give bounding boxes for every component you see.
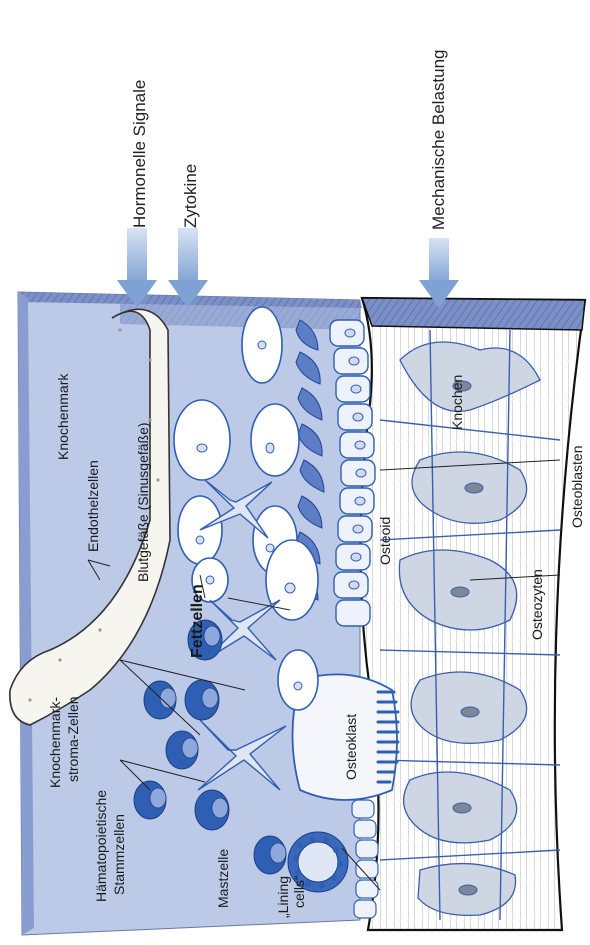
label-lining-line1: „Lining xyxy=(275,876,291,918)
label-bone: Knochen xyxy=(449,375,465,430)
label-mast-cell: Mastzelle xyxy=(215,849,231,908)
label-hsc-line2: Stammzellen xyxy=(111,814,127,895)
label-blood-vessels: Blutgefäße (Sinusgefäße) xyxy=(135,422,151,582)
label-stroma-line2: stroma-Zellen xyxy=(65,696,81,782)
label-fat-cells: Fettzellen xyxy=(189,584,206,658)
label-hormonal-signals: Hormonelle Signale xyxy=(130,80,149,228)
label-lining-line2: cells“ xyxy=(291,875,307,908)
bone-region xyxy=(360,298,585,930)
label-bone-marrow: Knochenmark xyxy=(55,373,71,460)
label-endothelial-cells: Endothelzellen xyxy=(85,460,101,552)
label-osteocytes: Osteozyten xyxy=(529,569,545,640)
label-hsc-line1: Hämatopoietische xyxy=(93,790,109,902)
label-osteoclast: Osteoklast xyxy=(343,714,359,780)
label-stroma-line1: Knochenmark- xyxy=(47,697,63,788)
signal-labels: Hormonelle Signale Zytokine Mechanische … xyxy=(130,49,448,230)
label-cytokines: Zytokine xyxy=(181,164,200,228)
label-mechanical-load: Mechanische Belastung xyxy=(429,49,448,230)
label-osteoid: Osteoid xyxy=(377,517,393,565)
label-osteoblasts: Osteoblasten xyxy=(569,446,585,529)
